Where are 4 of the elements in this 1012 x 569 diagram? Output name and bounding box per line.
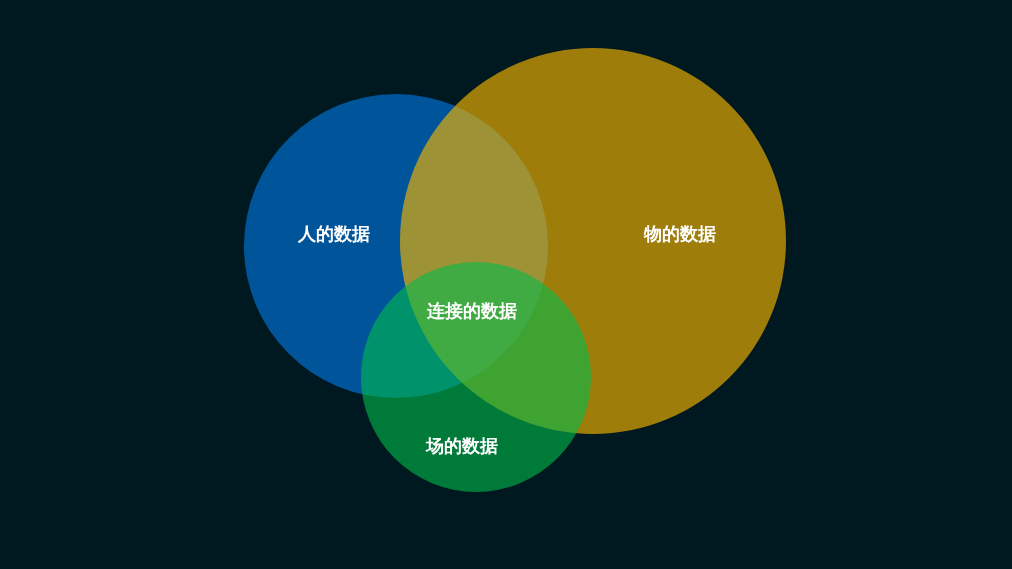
set-label: 场的数据 — [426, 435, 498, 457]
overlap-label: 连接的数据 — [427, 300, 517, 322]
set-label: 人的数据 — [298, 223, 370, 245]
set-label: 物的数据 — [644, 223, 716, 245]
